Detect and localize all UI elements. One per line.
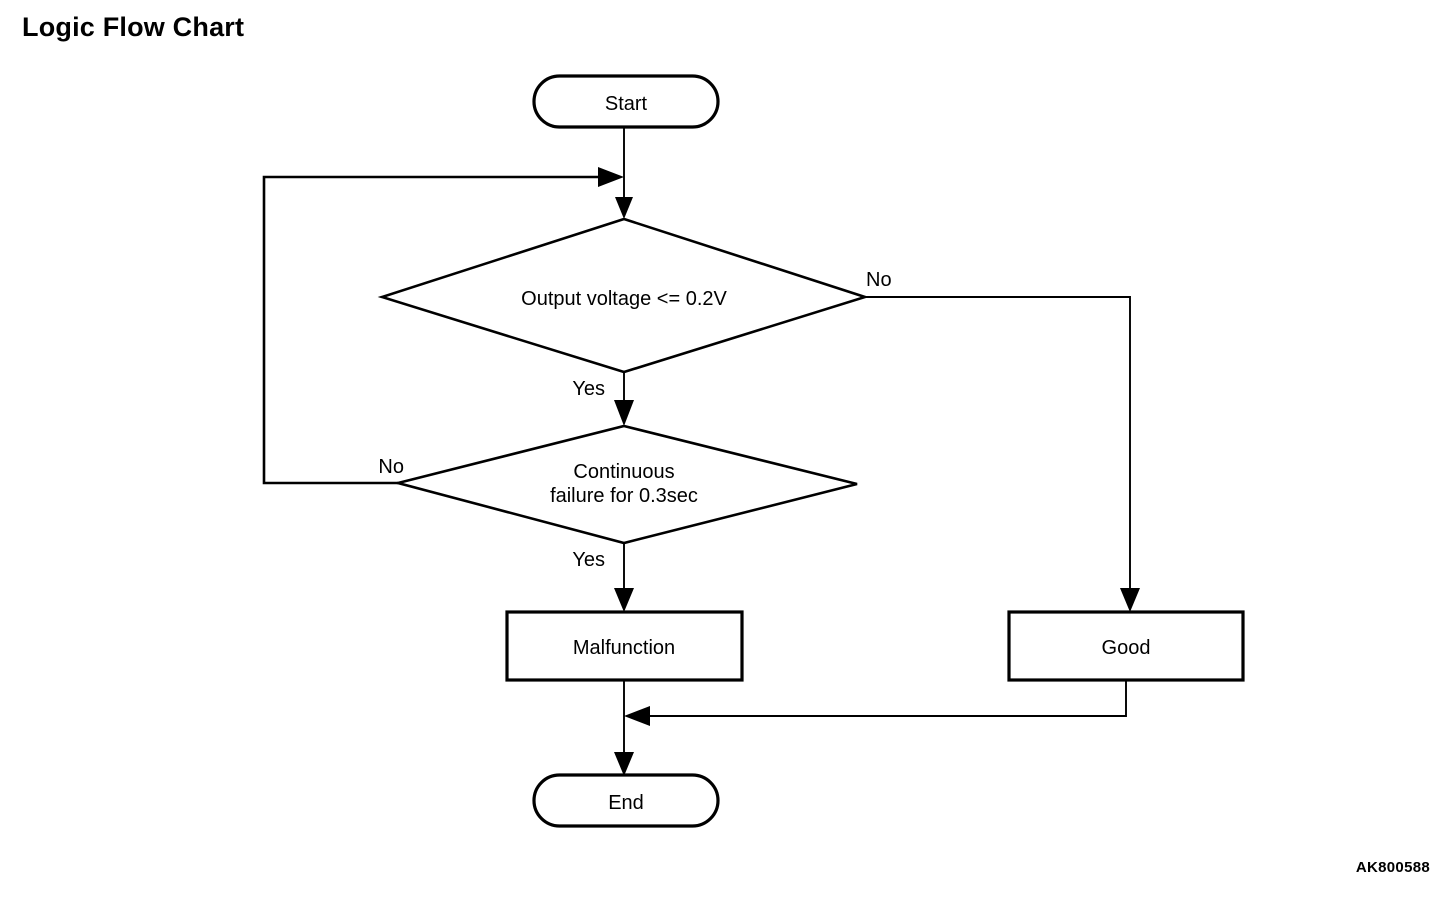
end-stadium-shape — [532, 773, 720, 828]
edge-decision1-no-to-good — [865, 296, 1140, 612]
node-good[interactable]: Good — [1007, 610, 1245, 682]
edge-malfunction-to-end — [614, 680, 634, 776]
good-label: Good — [1102, 637, 1151, 659]
decision1-label: Output voltage <= 0.2V — [521, 288, 727, 310]
edge-decision1-to-decision2 — [614, 372, 634, 426]
edge-label-decision2-no: No — [378, 456, 404, 478]
decision2-label-line2: failure for 0.3sec — [550, 485, 698, 507]
node-end[interactable]: End — [532, 773, 720, 828]
edge-decision2-to-malfunction — [614, 543, 634, 612]
node-decision-output-voltage[interactable]: Output voltage <= 0.2V — [377, 217, 870, 374]
node-start[interactable]: Start — [532, 74, 720, 129]
figure-code: AK800588 — [1355, 859, 1430, 876]
malfunction-label: Malfunction — [573, 637, 675, 659]
decision2-label-line1: Continuous — [573, 461, 674, 483]
edge-start-to-decision1 — [615, 127, 633, 219]
edge-decision2-no-feedback — [262, 167, 624, 485]
arrowhead-left-merge — [624, 706, 650, 726]
start-stadium-shape — [532, 74, 720, 129]
arrowhead-down-to-decision1 — [615, 197, 633, 219]
edge-label-decision1-no: No — [866, 269, 892, 291]
arrowhead-down-to-end — [614, 752, 634, 776]
node-malfunction[interactable]: Malfunction — [505, 610, 744, 682]
edge-label-decision2-yes: Yes — [572, 549, 605, 571]
edge-label-decision1-yes: Yes — [572, 378, 605, 400]
arrowhead-down-to-malfunction — [614, 588, 634, 612]
node-decision-continuous-failure[interactable]: Continuous failure for 0.3sec — [392, 424, 858, 545]
arrowhead-down-to-good — [1120, 588, 1140, 612]
page-title: Logic Flow Chart — [22, 12, 245, 42]
edge-good-to-end — [624, 680, 1127, 726]
arrowhead-down-to-decision2 — [614, 400, 634, 426]
start-label: Start — [605, 93, 648, 115]
arrowhead-right-feedback — [598, 167, 624, 187]
end-label: End — [608, 792, 644, 814]
